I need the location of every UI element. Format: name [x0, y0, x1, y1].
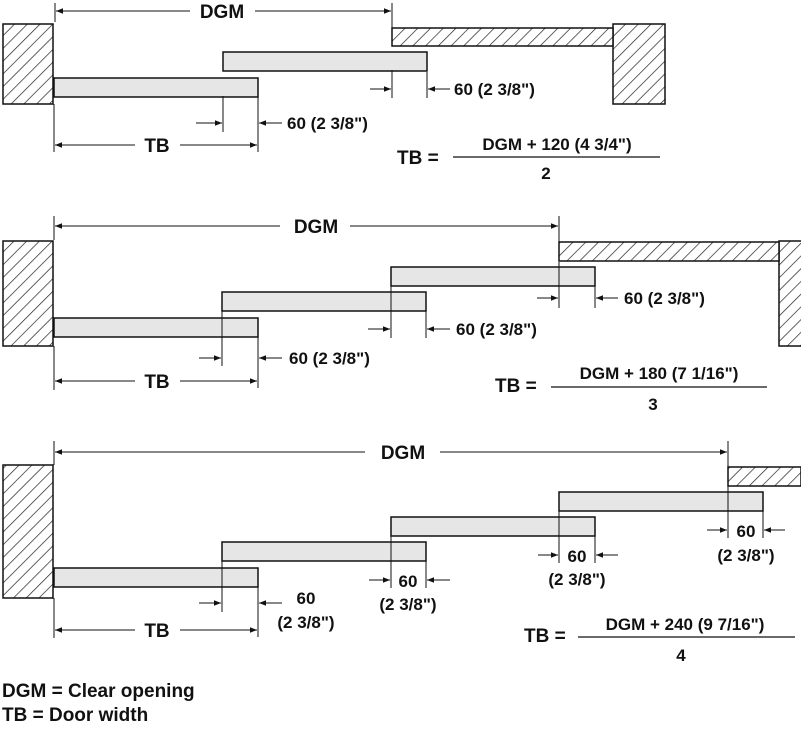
- top-rail: [727, 466, 801, 487]
- overlap-dimension: [707, 486, 785, 538]
- door-panel: [53, 567, 259, 588]
- overlap-dimension: [368, 286, 450, 338]
- overlap-dimension: [538, 511, 618, 563]
- top-rail: [558, 241, 780, 262]
- left-wall: [2, 23, 54, 105]
- legend-dgm: DGM = Clear opening: [2, 681, 195, 702]
- overlap-dimension: [537, 262, 618, 308]
- tb-label: TB: [144, 136, 169, 157]
- dgm-label: DGM: [200, 2, 244, 23]
- overlap-dimension: [196, 96, 282, 152]
- dgm-dimension: [53, 441, 729, 467]
- overlap-label: (2 3/8"): [379, 595, 436, 614]
- right-wall: [778, 240, 801, 347]
- formula-lhs: TB =: [495, 376, 537, 397]
- door-panel: [558, 491, 764, 512]
- overlap-label: 60 (2 3/8"): [287, 114, 368, 133]
- dgm-dimension: [54, 3, 393, 28]
- overlap-label: (2 3/8"): [277, 613, 334, 632]
- overlap-label: 60: [737, 522, 756, 541]
- overlap-label: 60 (2 3/8"): [456, 320, 537, 339]
- overlap-dimension: [199, 561, 282, 637]
- legend-tb: TB = Door width: [2, 705, 149, 726]
- diagram-1: DGM 60 (2 3/8") 60 (2 3/8") TB TB = DGM …: [2, 2, 666, 183]
- left-wall: [2, 464, 54, 599]
- overlap-label: 60 (2 3/8"): [624, 289, 705, 308]
- door-panel: [221, 541, 427, 562]
- overlap-label: 60: [399, 572, 418, 591]
- overlap-label: 60 (2 3/8"): [454, 80, 535, 99]
- overlap-dimension: [370, 70, 450, 98]
- tb-dimension: [53, 598, 257, 638]
- door-panel: [53, 77, 259, 98]
- overlap-label: 60 (2 3/8"): [289, 349, 370, 368]
- dgm-label: DGM: [381, 443, 425, 464]
- formula-numerator: DGM + 120 (4 3/4"): [482, 135, 631, 154]
- door-panel: [222, 51, 428, 72]
- formula-denominator: 4: [676, 646, 686, 665]
- diagram-3: DGM 60 (2 3/8") 60 (2 3/8") 60 (2 3/8"): [2, 441, 801, 665]
- dgm-label: DGM: [294, 217, 338, 238]
- right-wall: [612, 23, 666, 105]
- formula-numerator: DGM + 180 (7 1/16"): [580, 364, 739, 383]
- door-panel: [390, 266, 596, 287]
- formula-denominator: 3: [648, 395, 657, 414]
- overlap-dimension: [199, 311, 282, 388]
- left-wall: [2, 240, 54, 347]
- overlap-label: (2 3/8"): [548, 570, 605, 589]
- overlap-dimension: [369, 536, 450, 588]
- dgm-dimension: [53, 216, 560, 242]
- door-panel: [221, 291, 427, 312]
- formula-lhs: TB =: [524, 626, 566, 647]
- door-panel: [390, 516, 596, 537]
- formula-numerator: DGM + 240 (9 7/16"): [606, 615, 765, 634]
- diagram-2: DGM 60 (2 3/8") 60 (2 3/8") 60 (2 3/8"): [2, 216, 801, 414]
- formula-denominator: 2: [541, 164, 550, 183]
- overlap-label: (2 3/8"): [717, 546, 774, 565]
- top-rail: [391, 27, 614, 47]
- tb-dimension: [53, 104, 257, 152]
- door-panel: [53, 317, 259, 338]
- tb-dimension: [53, 346, 257, 390]
- overlap-label: 60: [568, 547, 587, 566]
- overlap-label: 60: [297, 589, 316, 608]
- tb-label: TB: [144, 372, 169, 393]
- tb-label: TB: [144, 621, 169, 642]
- formula-lhs: TB =: [397, 148, 439, 169]
